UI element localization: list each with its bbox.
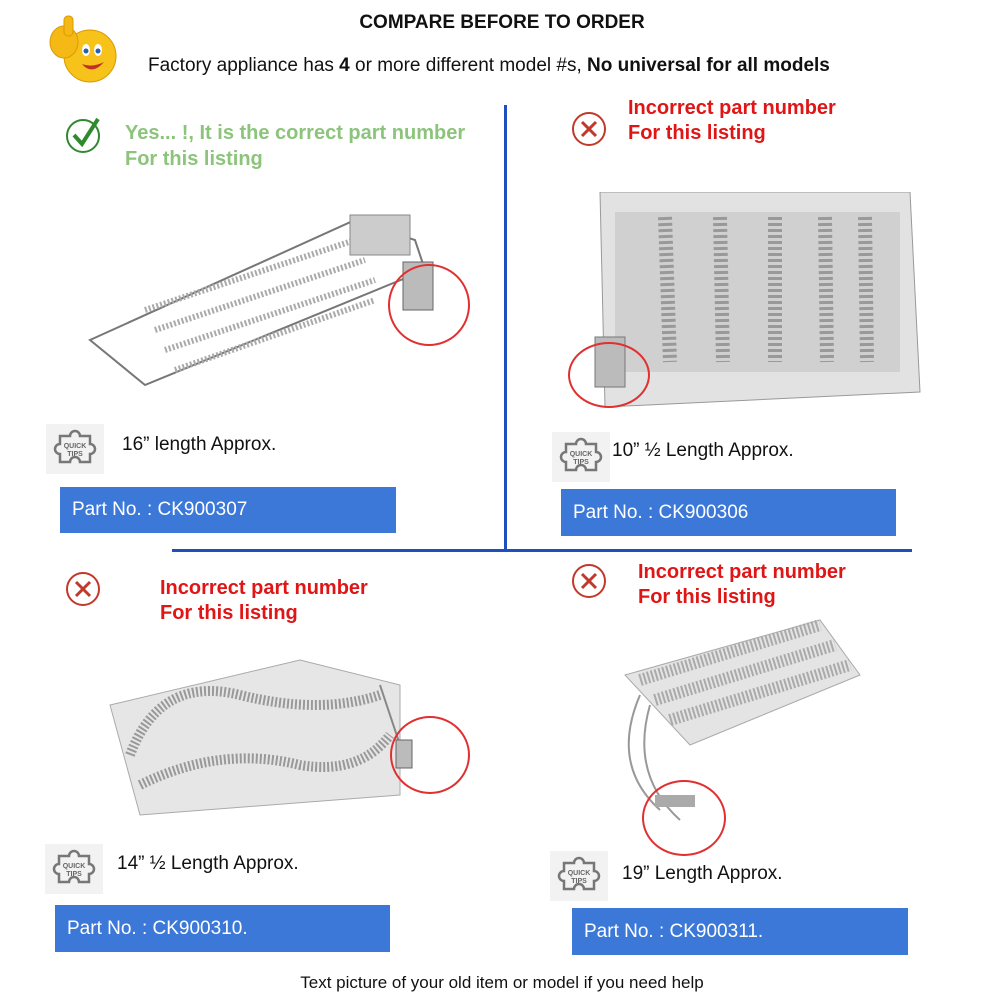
svg-text:TIPS: TIPS [67, 451, 83, 458]
part-number-box: Part No. : CK900310. [55, 905, 390, 952]
svg-text:TIPS: TIPS [571, 878, 587, 885]
svg-text:QUICK: QUICK [570, 451, 593, 458]
status-line-1: Incorrect part number [160, 577, 368, 599]
terminal-highlight-circle [568, 342, 650, 408]
page-title: COMPARE BEFORE TO ORDER [359, 12, 645, 33]
subtitle-text: Factory appliance has [148, 55, 340, 76]
terminal-highlight-circle [388, 264, 470, 346]
svg-text:QUICK: QUICK [568, 870, 591, 877]
subtitle: Factory appliance has 4 or more differen… [148, 55, 830, 77]
thumbs-up-emoji-icon [46, 12, 120, 84]
status-line-2: For this listing [638, 586, 776, 608]
svg-text:TIPS: TIPS [573, 459, 589, 466]
status-line-1: Incorrect part number [628, 97, 836, 119]
heating-element-image-2 [575, 191, 925, 422]
x-mark-icon [570, 110, 608, 153]
status-line-2: For this listing [125, 148, 263, 170]
footer-note: Text picture of your old item or model i… [300, 973, 704, 992]
subtitle-text-mid: or more different model #s, [349, 55, 588, 76]
horizontal-divider [172, 549, 912, 552]
status-line-1: Incorrect part number [638, 561, 846, 583]
heating-element-image-3 [100, 655, 470, 825]
length-label: 19” Length Approx. [622, 863, 783, 884]
part-number-box: Part No. : CK900311. [572, 908, 908, 955]
part-number-box: Part No. : CK900306 [561, 489, 896, 536]
part-number-box: Part No. : CK900307 [60, 487, 396, 533]
svg-text:QUICK: QUICK [64, 443, 87, 450]
subtitle-warning: No universal for all models [587, 55, 830, 76]
vertical-divider [504, 105, 507, 552]
length-label: 10” ½ Length Approx. [612, 440, 794, 461]
terminal-highlight-circle [642, 780, 726, 856]
x-mark-icon [64, 570, 102, 613]
length-label: 16” length Approx. [122, 434, 277, 455]
status-line-2: For this listing [160, 602, 298, 624]
x-mark-icon [570, 562, 608, 605]
status-line-1: Yes... !, It is the correct part number [125, 122, 466, 144]
subtitle-count: 4 [339, 55, 350, 76]
terminal-highlight-circle [390, 716, 470, 794]
svg-text:TIPS: TIPS [66, 871, 82, 878]
svg-text:QUICK: QUICK [63, 863, 86, 870]
length-label: 14” ½ Length Approx. [117, 853, 299, 874]
check-icon [64, 115, 104, 160]
status-line-2: For this listing [628, 122, 766, 144]
